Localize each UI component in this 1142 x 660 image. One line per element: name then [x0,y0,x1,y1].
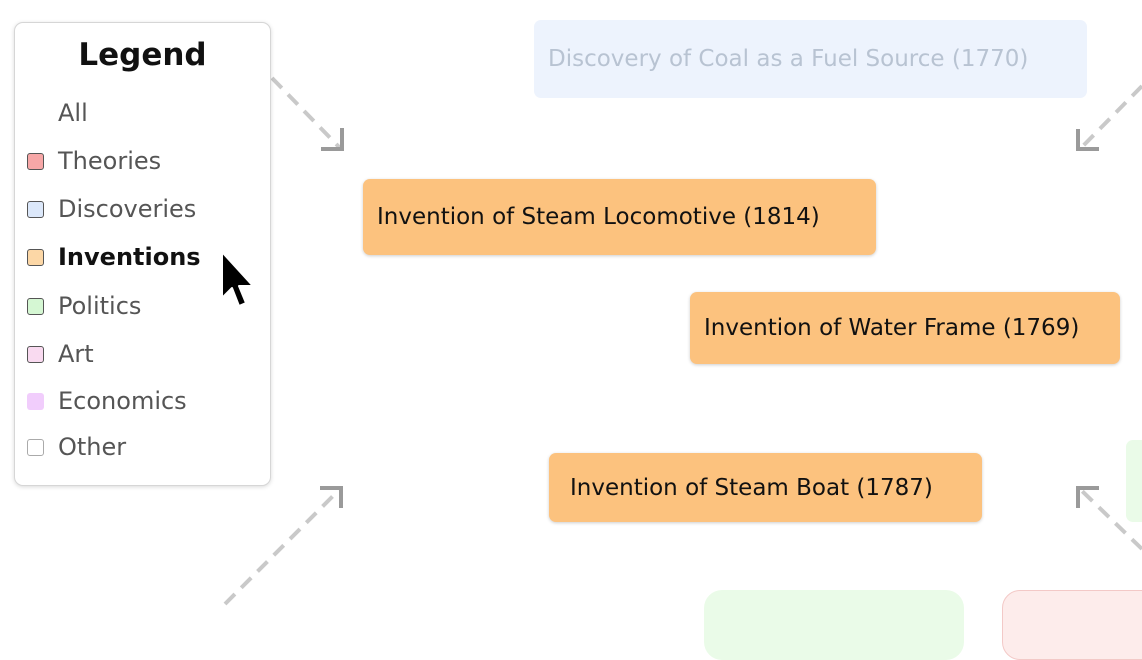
event-node-steam-locomotive[interactable]: Invention of Steam Locomotive (1814) [363,179,876,255]
legend-item-label: Economics [58,387,187,415]
legend-item-label: Other [58,433,127,461]
event-node-politics-partial[interactable] [1126,440,1142,522]
legend-swatch [27,200,44,218]
legend-item-discoveries[interactable]: Discoveries [27,191,196,227]
legend-item-label: Art [58,340,94,368]
event-node-water-frame[interactable]: Invention of Water Frame (1769) [690,292,1120,364]
legend-item-label: Inventions [58,243,201,271]
arrowhead [1076,129,1099,151]
connector-arrow [1078,487,1142,551]
event-node-steam-boat[interactable]: Invention of Steam Boat (1787) [549,453,982,522]
legend-swatch [27,345,44,363]
connector-arrow [223,487,342,606]
legend-item-art[interactable]: Art [27,336,94,372]
legend-item-label: Politics [58,292,142,320]
connector-arrow [270,76,342,150]
event-label: Invention of Steam Locomotive (1814) [377,204,820,230]
arrowhead [1076,486,1099,508]
event-node-politics-partial[interactable] [704,590,964,660]
legend-swatch [27,105,44,122]
event-label: Discovery of Coal as a Fuel Source (1770… [548,46,1029,72]
arrowhead [321,128,344,151]
legend-item-inventions[interactable]: Inventions [27,239,201,275]
legend-swatch [27,392,44,410]
legend-item-other[interactable]: Other [27,429,126,465]
event-label: Invention of Water Frame (1769) [704,315,1080,341]
legend-item-all[interactable]: All [27,95,88,131]
connector-layer [223,76,1142,606]
event-node-theory-partial[interactable] [1002,590,1142,660]
legend-item-label: All [58,99,88,127]
legend-item-politics[interactable]: Politics [27,288,141,324]
event-label: Invention of Steam Boat (1787) [570,474,933,501]
legend-item-label: Discoveries [58,195,197,223]
legend-title: Legend [78,37,207,73]
legend-swatch [27,297,44,315]
legend-item-label: Theories [58,147,162,175]
legend-item-economics[interactable]: Economics [27,383,187,419]
legend-item-theories[interactable]: Theories [27,143,161,179]
legend-swatch [27,152,44,170]
arrowhead [320,486,343,508]
mouse-cursor-icon [221,251,254,307]
event-node-coal[interactable]: Discovery of Coal as a Fuel Source (1770… [534,20,1087,98]
connector-arrow [1078,84,1142,151]
legend-swatch [27,248,44,266]
legend-swatch [27,438,44,456]
legend-panel: Legend All Theories Discoveries Inventio… [14,22,271,486]
